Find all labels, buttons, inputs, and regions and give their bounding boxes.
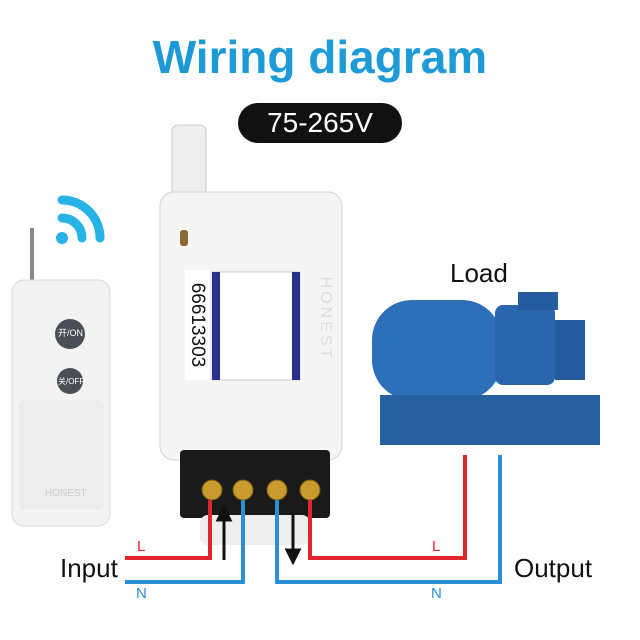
remote-control: [11, 228, 111, 527]
wifi-icon: [56, 195, 105, 244]
input-neutral-label: N: [136, 585, 147, 602]
output-live-label: L: [432, 538, 441, 555]
voltage-badge: 75-265V: [238, 103, 402, 143]
off-button: [57, 368, 83, 394]
off-button-label: 关/OFF: [58, 377, 85, 386]
input-label: Input: [60, 553, 118, 583]
input-live-label: L: [137, 538, 146, 555]
current-arrows: [215, 504, 302, 566]
relay-receiver: [159, 124, 343, 545]
on-button: [55, 319, 85, 349]
load-label: Load: [450, 258, 508, 288]
serial-number: 66613303: [187, 282, 208, 368]
remote-brand: HONEST: [45, 488, 87, 499]
output-neutral-label: N: [431, 585, 442, 602]
diagram-title: Wiring diagram: [152, 31, 488, 83]
output-label: Output: [514, 553, 593, 583]
on-button-label: 开/ON: [58, 328, 84, 338]
wires: [125, 455, 502, 584]
receiver-brand: HONEST: [317, 276, 334, 362]
pump-load: [372, 292, 600, 445]
